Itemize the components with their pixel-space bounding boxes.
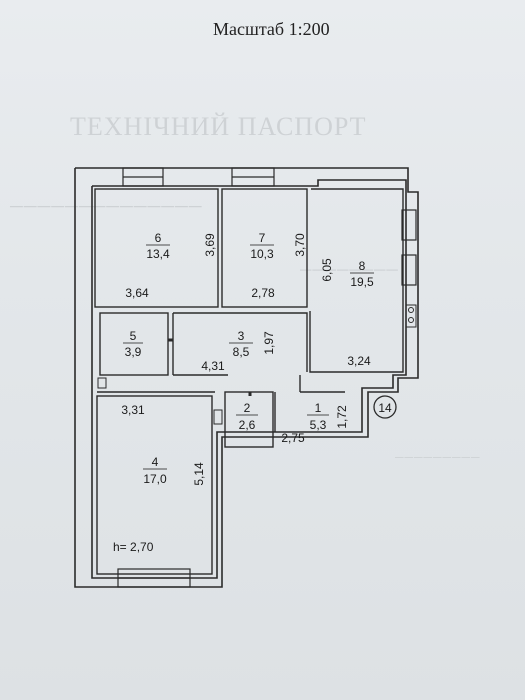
room-area: 3,9 [125,345,142,359]
room-4-outline [96,395,213,575]
bleed-through-text: ────────────── [10,196,203,216]
dimension-labels: 3,64 3,69 2,78 3,70 6,05 3,24 1,97 4,31 … [113,233,371,554]
room-labels: 6 13,4 7 10,3 8 19,5 5 3,9 3 8,5 2 2,6 1… [123,231,374,486]
room-area: 10,3 [250,247,274,261]
window [401,254,417,286]
dimension-r7-width: 2,78 [251,286,275,300]
bleed-through-text: ───────── [395,450,481,464]
dimension-r1-height: 1,72 [335,405,349,429]
bleed-through-text: ТЕХНІЧНИЙ ПАСПОРТ [70,112,367,141]
room-area: 13,4 [146,247,170,261]
fixtures [97,304,417,425]
dimension-r3-height: 1,97 [262,331,276,355]
room-7-outline [221,188,308,308]
windows [117,167,417,588]
dimension-r8-width: 3,24 [347,354,371,368]
room-number: 6 [155,231,162,245]
dimension-r1-width: 2,75 [281,431,305,445]
dimension-r6-height: 3,69 [203,233,217,257]
room-area: 5,3 [310,418,327,432]
room-number: 5 [130,329,137,343]
interior-walls [94,188,404,575]
apartment-number: 14 [378,401,392,415]
bleed-through-text: ──────── [300,262,399,279]
ceiling-height: h= 2,70 [113,540,154,554]
room-number: 2 [244,401,251,415]
dimension-r7-height: 3,70 [293,233,307,257]
room-number: 8 [359,259,366,273]
apartment-number-circle [373,395,397,419]
room-number: 1 [315,401,322,415]
dimension-r3-width: 4,31 [201,359,225,373]
room-area: 8,5 [233,345,250,359]
room-number: 4 [152,455,159,469]
exterior-walls [74,167,419,588]
dimension-r4-height: 5,14 [192,462,206,486]
room-number: 7 [259,231,266,245]
dimension-r8-height: 6,05 [320,258,334,282]
room-number: 3 [238,329,245,343]
room-area: 19,5 [350,275,374,289]
scale-title: Масштаб 1:200 [213,19,330,39]
room-5-outline [99,312,169,376]
dimension-r4-width: 3,31 [121,403,145,417]
room-6-outline [94,188,219,308]
room-area: 17,0 [143,472,167,486]
window [401,209,417,241]
room-area: 2,6 [239,418,256,432]
dimension-r6-width: 3,64 [125,286,149,300]
